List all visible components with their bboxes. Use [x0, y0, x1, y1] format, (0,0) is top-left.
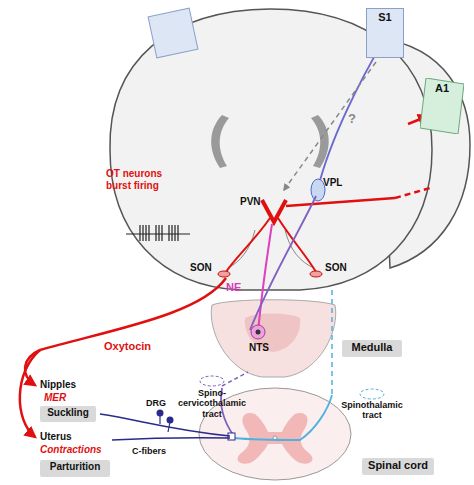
son-nucleus — [218, 271, 230, 277]
brain-section — [110, 9, 432, 290]
box-label: Suckling — [40, 406, 96, 419]
spike-train — [126, 225, 190, 241]
annotation-text: Nipples — [40, 379, 76, 391]
box-label: S1 — [367, 9, 403, 24]
box-label: Spinal cord — [362, 458, 434, 472]
nts-nucleus — [251, 325, 265, 339]
annotation-text: Contractions — [40, 444, 102, 456]
annotation-text: OT neurons burst firing — [106, 168, 172, 191]
annotation-text: Spino-cervicothalamic tract — [172, 388, 252, 419]
drg-ganglion — [167, 417, 174, 424]
nts-neuron — [256, 330, 261, 335]
annotation-text: PVN — [240, 196, 261, 208]
annotation-text: SON — [325, 262, 347, 274]
spinocervical-projection — [222, 372, 248, 386]
oxytocin-release — [20, 350, 40, 437]
drg-ganglion — [157, 410, 164, 417]
label-box: Suckling — [40, 406, 96, 422]
oxytocin-projection — [286, 198, 395, 206]
annotation-text: NE — [226, 281, 241, 294]
noradrenergic-fiber — [258, 224, 272, 332]
spinothalamic-tract — [234, 395, 332, 440]
pvn-structure — [262, 200, 286, 222]
ventricle — [211, 115, 229, 168]
box-label: Medulla — [342, 340, 402, 354]
box-label: A1 — [420, 78, 464, 95]
annotation-text: SON — [190, 262, 212, 274]
annotation-text: Oxytocin — [104, 340, 151, 353]
medulla-section — [211, 300, 336, 377]
annotation-text: MER — [44, 392, 66, 404]
putative-pathway — [284, 62, 376, 190]
tract-marker — [360, 389, 384, 399]
tract-marker — [200, 376, 224, 386]
annotation-text: C-fibers — [132, 446, 166, 456]
label-box: Spinal cord — [362, 458, 434, 475]
label-box: Parturition — [40, 460, 110, 477]
label-box: S1 — [366, 8, 404, 58]
label-box: Medulla — [342, 340, 402, 357]
annotation-text: DRG — [146, 398, 166, 408]
annotation-text: NTS — [249, 342, 269, 354]
annotation-text: ? — [348, 112, 356, 127]
box-label: Parturition — [40, 460, 110, 473]
thalamocortical-fiber — [318, 40, 384, 188]
oxytocin-release — [40, 278, 226, 350]
spinothalamic-projection — [331, 290, 333, 395]
oxytocin-projection — [395, 188, 430, 198]
cortex-area-box: A1 — [420, 78, 464, 134]
vpl-nucleus — [311, 179, 325, 201]
cortex-area — [148, 8, 198, 58]
box-shape — [420, 78, 464, 134]
ascending-fiber — [250, 196, 316, 330]
annotation-text: Spinothalamic tract — [336, 400, 408, 421]
son-nucleus — [310, 271, 322, 277]
annotation-text: VPL — [323, 177, 342, 189]
annotation-text: Uterus — [40, 431, 72, 443]
